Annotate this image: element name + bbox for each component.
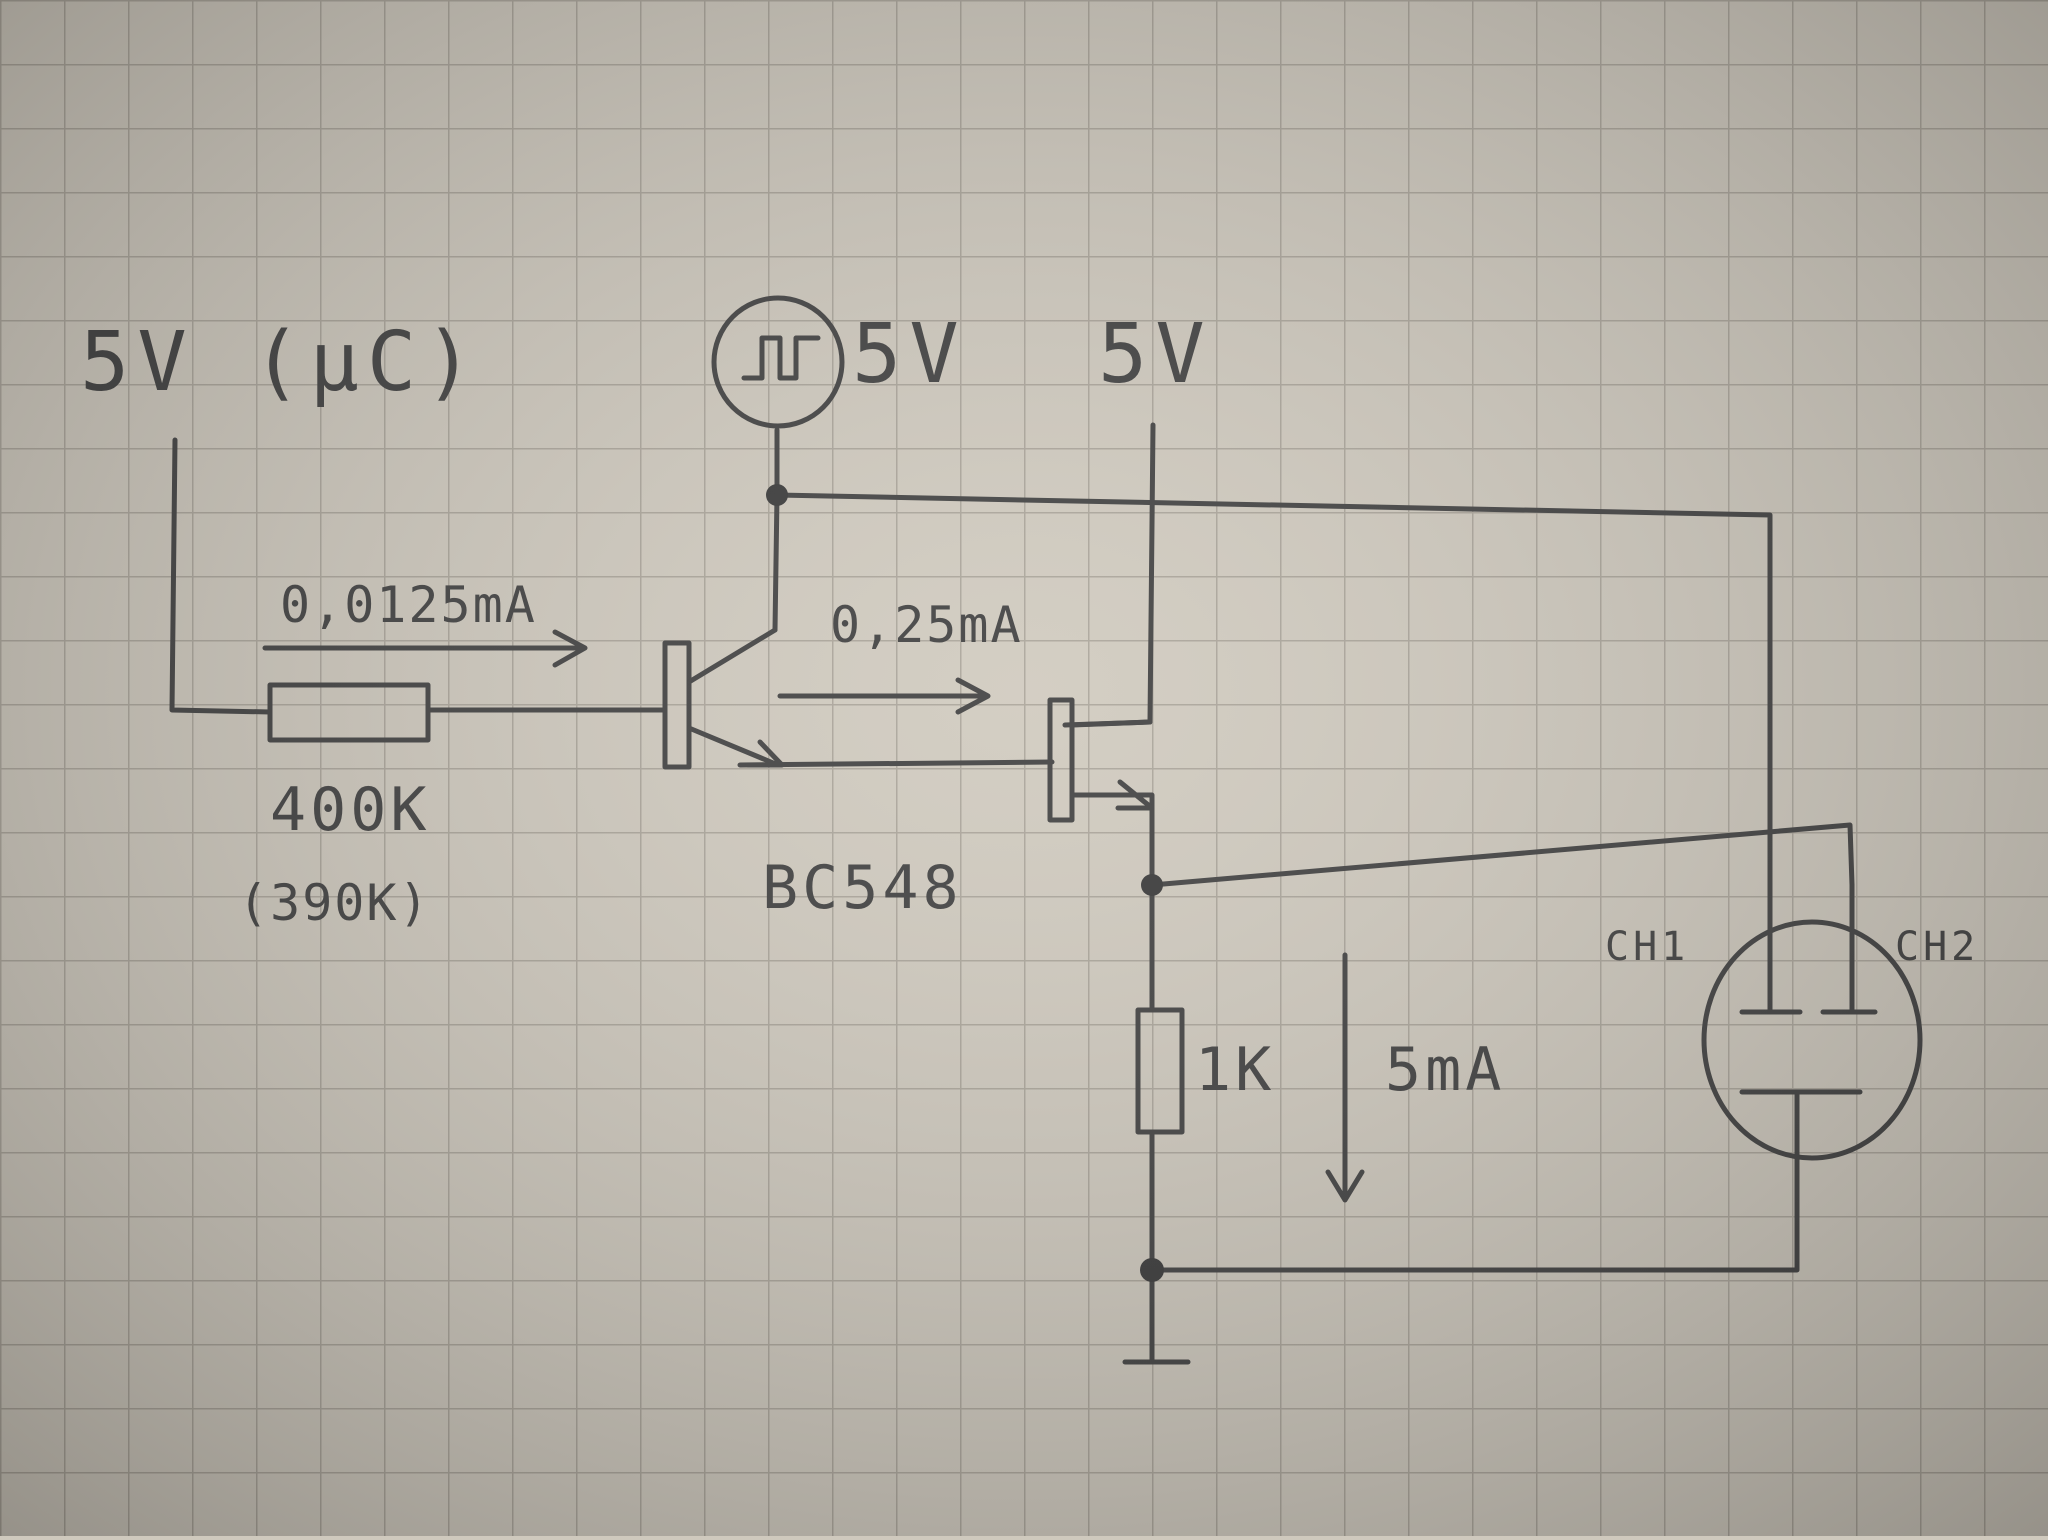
load-current-label: 5mA [1385,1035,1505,1105]
mcu-supply-label: 5V (μC) [80,315,482,410]
junction-node [1141,874,1163,896]
base-resistor-actual-value: (390K) [238,874,431,932]
wire-node-to-collector [772,492,780,633]
transistor-label: BC548 [762,853,963,923]
wire-darlington-link [737,759,1055,768]
ch1-label: CH1 [1605,924,1689,970]
intermediate-current-label: 0,25mA [830,596,1023,654]
base-resistor-value: 400K [270,775,431,845]
load-resistor-value: 1K [1195,1035,1275,1105]
junction-node [766,484,788,506]
base-current-label: 0,0125mA [280,576,537,634]
junction-node [1140,1258,1164,1282]
pulse-supply-label: 5V [852,307,967,402]
ch2-label: CH2 [1895,924,1979,970]
collector-supply-label: 5V [1098,307,1213,402]
